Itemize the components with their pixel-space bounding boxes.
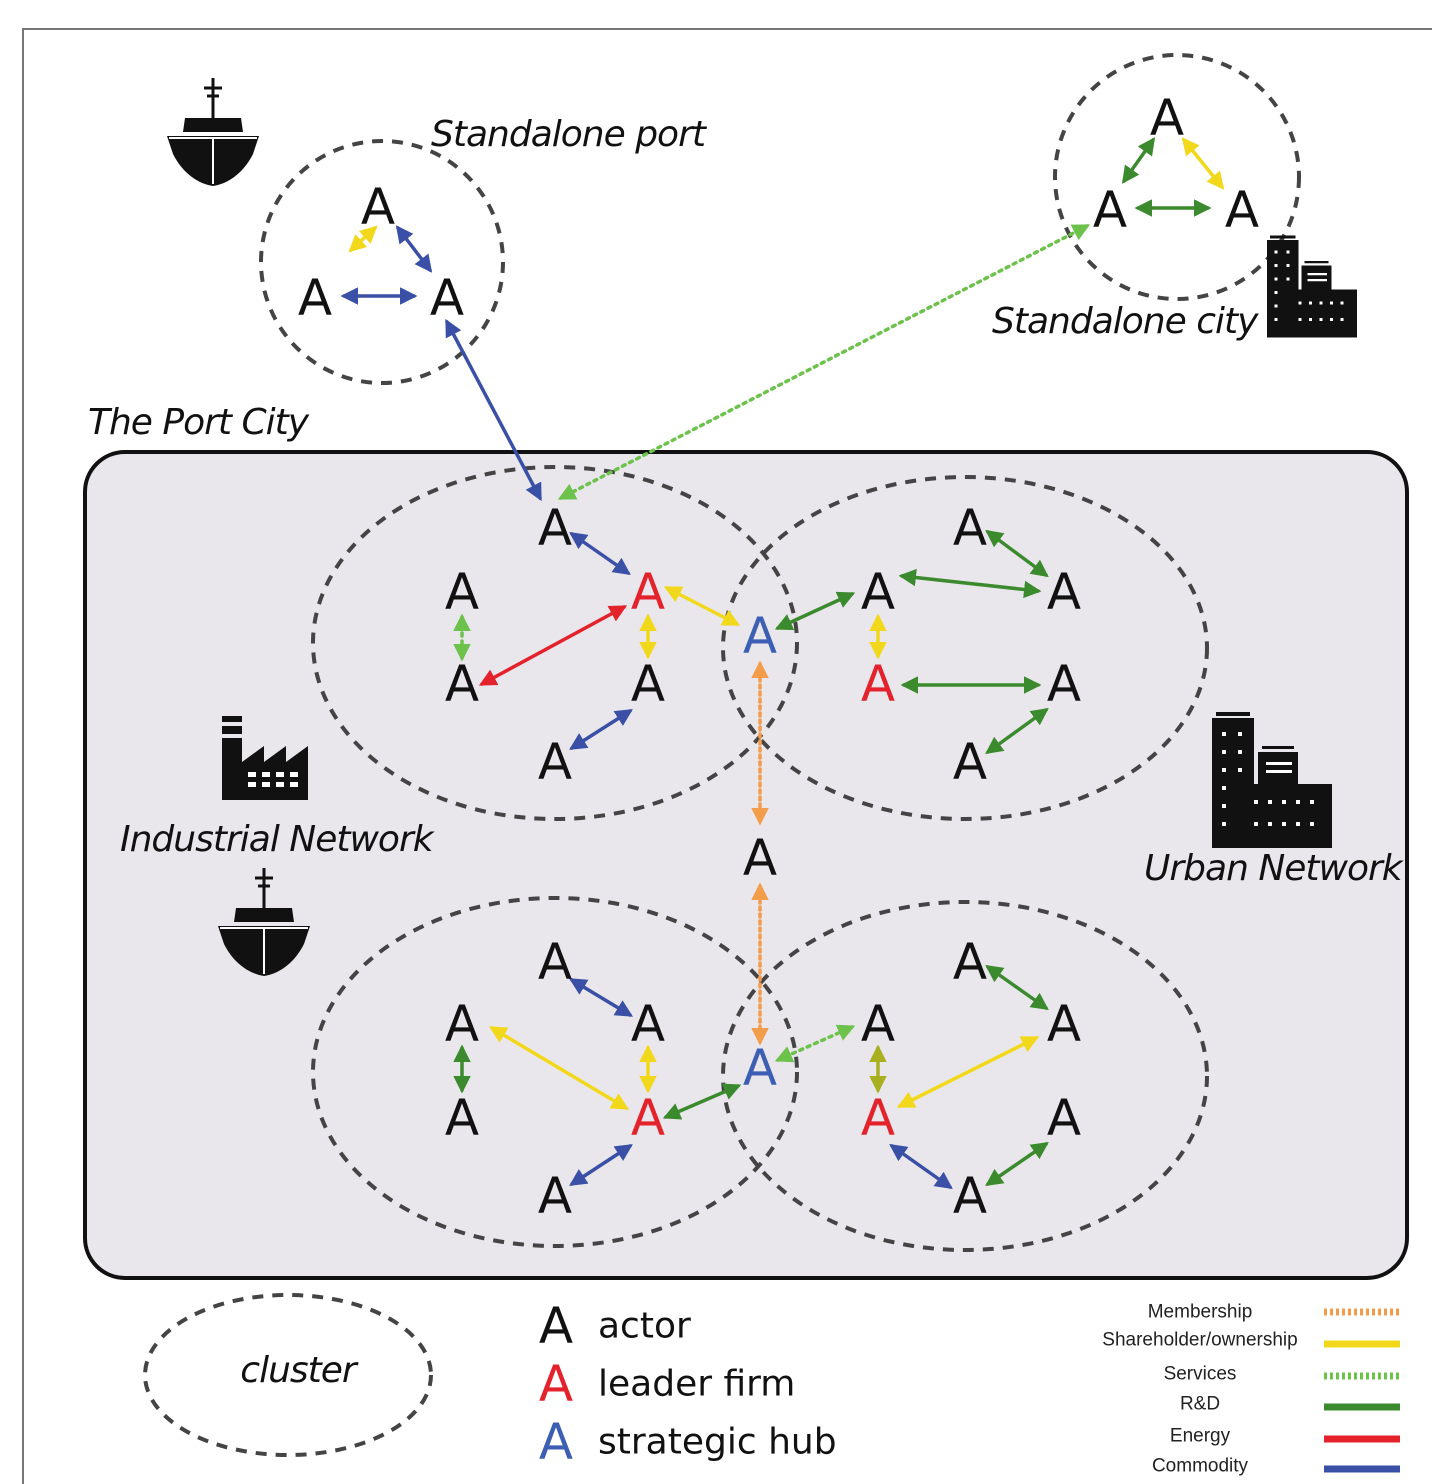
legend-cluster-shape bbox=[143, 1293, 433, 1457]
cluster-industrial-top bbox=[311, 465, 799, 821]
edge-services-city-link bbox=[557, 224, 1091, 500]
node-actor: A bbox=[631, 995, 665, 1053]
node-actor: A bbox=[953, 1167, 987, 1225]
edge-rnd bbox=[774, 591, 856, 631]
edge-rnd bbox=[1121, 137, 1156, 184]
node-leader-firm: A bbox=[861, 1089, 895, 1147]
edge-shareholder bbox=[348, 225, 378, 253]
legend-actor-symbol: A bbox=[539, 1297, 573, 1355]
node-actor: A bbox=[1225, 181, 1259, 239]
edge-rnd bbox=[985, 707, 1049, 755]
cluster-standalone-city bbox=[1053, 53, 1301, 301]
node-actor: A bbox=[1047, 995, 1081, 1053]
node-actor: A bbox=[445, 655, 479, 713]
node-strategic-hub: A bbox=[743, 607, 777, 665]
edge-commodity bbox=[569, 531, 631, 576]
node-actor: A bbox=[445, 995, 479, 1053]
ship-icon bbox=[165, 76, 261, 188]
node-actor: A bbox=[538, 1167, 572, 1225]
node-actor: A bbox=[743, 829, 777, 887]
node-actor: A bbox=[361, 178, 395, 236]
node-actor: A bbox=[1093, 181, 1127, 239]
node-actor: A bbox=[538, 933, 572, 991]
label-port-city: The Port City bbox=[88, 402, 310, 443]
legend-commodity-label: Commodity bbox=[1152, 1456, 1249, 1477]
edge-shareholder bbox=[488, 1026, 630, 1110]
node-actor: A bbox=[445, 1089, 479, 1147]
cluster-urban-bottom bbox=[721, 900, 1209, 1252]
edge-commodity bbox=[569, 709, 633, 750]
factory-icon bbox=[222, 716, 308, 800]
edge-shareholder bbox=[1181, 137, 1225, 190]
edge-shareholder bbox=[663, 586, 741, 626]
legend-energy-label: Energy bbox=[1170, 1426, 1231, 1447]
node-leader-firm: A bbox=[631, 563, 665, 621]
node-actor: A bbox=[445, 563, 479, 621]
node-actor: A bbox=[953, 499, 987, 557]
cluster-urban-top bbox=[721, 475, 1209, 821]
legend-rnd-label: R&D bbox=[1180, 1394, 1220, 1415]
node-leader-firm: A bbox=[631, 1089, 665, 1147]
cluster-industrial-bottom bbox=[311, 896, 799, 1248]
edge-commodity bbox=[395, 225, 433, 273]
edge-rnd bbox=[985, 1142, 1049, 1186]
legend-actor-label: actor bbox=[598, 1306, 691, 1347]
node-actor: A bbox=[538, 499, 572, 557]
legend-shareholder-label: Shareholder/ownership bbox=[1102, 1330, 1297, 1351]
node-actor: A bbox=[1047, 655, 1081, 713]
legend-services-label: Services bbox=[1164, 1364, 1237, 1385]
legend-leader-label: leader firm bbox=[598, 1364, 795, 1405]
label-industrial-network: Industrial Network bbox=[120, 819, 436, 860]
node-actor: A bbox=[430, 269, 464, 327]
label-standalone-port: Standalone port bbox=[431, 114, 708, 155]
cluster-standalone-port bbox=[259, 139, 505, 385]
figure-frame bbox=[22, 28, 1432, 1484]
edge-commodity-port-link bbox=[445, 318, 542, 502]
legend-node-types: A actor A leader firm A strategic hub bbox=[539, 1297, 837, 1471]
node-leader-firm: A bbox=[861, 655, 895, 713]
label-urban-network: Urban Network bbox=[1144, 848, 1405, 889]
edge-commodity bbox=[569, 1144, 633, 1186]
node-strategic-hub: A bbox=[743, 1039, 777, 1097]
edge-rnd bbox=[985, 529, 1049, 578]
label-standalone-city: Standalone city bbox=[992, 301, 1259, 342]
node-actor: A bbox=[298, 269, 332, 327]
edge-shareholder bbox=[896, 1036, 1040, 1108]
legend-hub-label: strategic hub bbox=[598, 1422, 837, 1463]
edge-commodity bbox=[889, 1143, 953, 1190]
node-actor: A bbox=[1047, 563, 1081, 621]
edge-rnd bbox=[985, 964, 1049, 1011]
legend-hub-symbol: A bbox=[539, 1413, 573, 1471]
edge-services bbox=[774, 1024, 856, 1063]
legend-edge-types: Membership Shareholder/ownership Service… bbox=[1102, 1302, 1400, 1477]
node-actor: A bbox=[861, 995, 895, 1053]
edge-rnd bbox=[898, 568, 1042, 599]
legend-leader-symbol: A bbox=[539, 1355, 573, 1413]
node-actor: A bbox=[1150, 89, 1184, 147]
node-actor: A bbox=[1047, 1089, 1081, 1147]
legend-membership-label: Membership bbox=[1148, 1302, 1253, 1323]
city-buildings-icon bbox=[1267, 235, 1357, 338]
edge-energy bbox=[478, 605, 628, 686]
edge-commodity bbox=[569, 978, 633, 1017]
legend-cluster-label: cluster bbox=[240, 1350, 359, 1391]
node-actor: A bbox=[953, 933, 987, 991]
node-actor: A bbox=[861, 563, 895, 621]
node-actor: A bbox=[953, 733, 987, 791]
edge-rnd bbox=[662, 1083, 742, 1120]
node-actor: A bbox=[538, 733, 572, 791]
node-actor: A bbox=[631, 655, 665, 713]
